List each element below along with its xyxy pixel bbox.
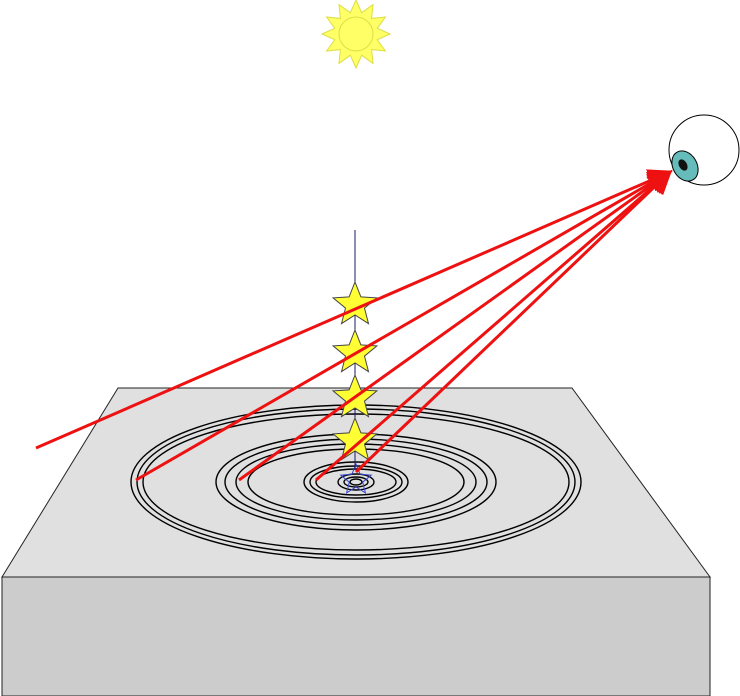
eye-icon [668,114,740,186]
reflection-ray [35,169,673,450]
ring [142,413,570,551]
ring [315,468,397,496]
reflection-ray [354,169,673,474]
block-front-face [1,576,711,696]
reflection-ray [238,170,673,482]
small-star-icon [339,462,373,494]
reflection-ray [135,170,673,482]
ring [309,465,403,499]
star-icon [331,280,379,325]
reflection-rays [35,169,673,482]
sun-icon [320,0,392,70]
sun-disc [338,16,374,52]
pupil [678,159,688,171]
ring [349,478,363,486]
small-star-outline [339,462,373,494]
ring [303,461,409,503]
ring [337,473,375,491]
reflection-ray [315,170,673,482]
